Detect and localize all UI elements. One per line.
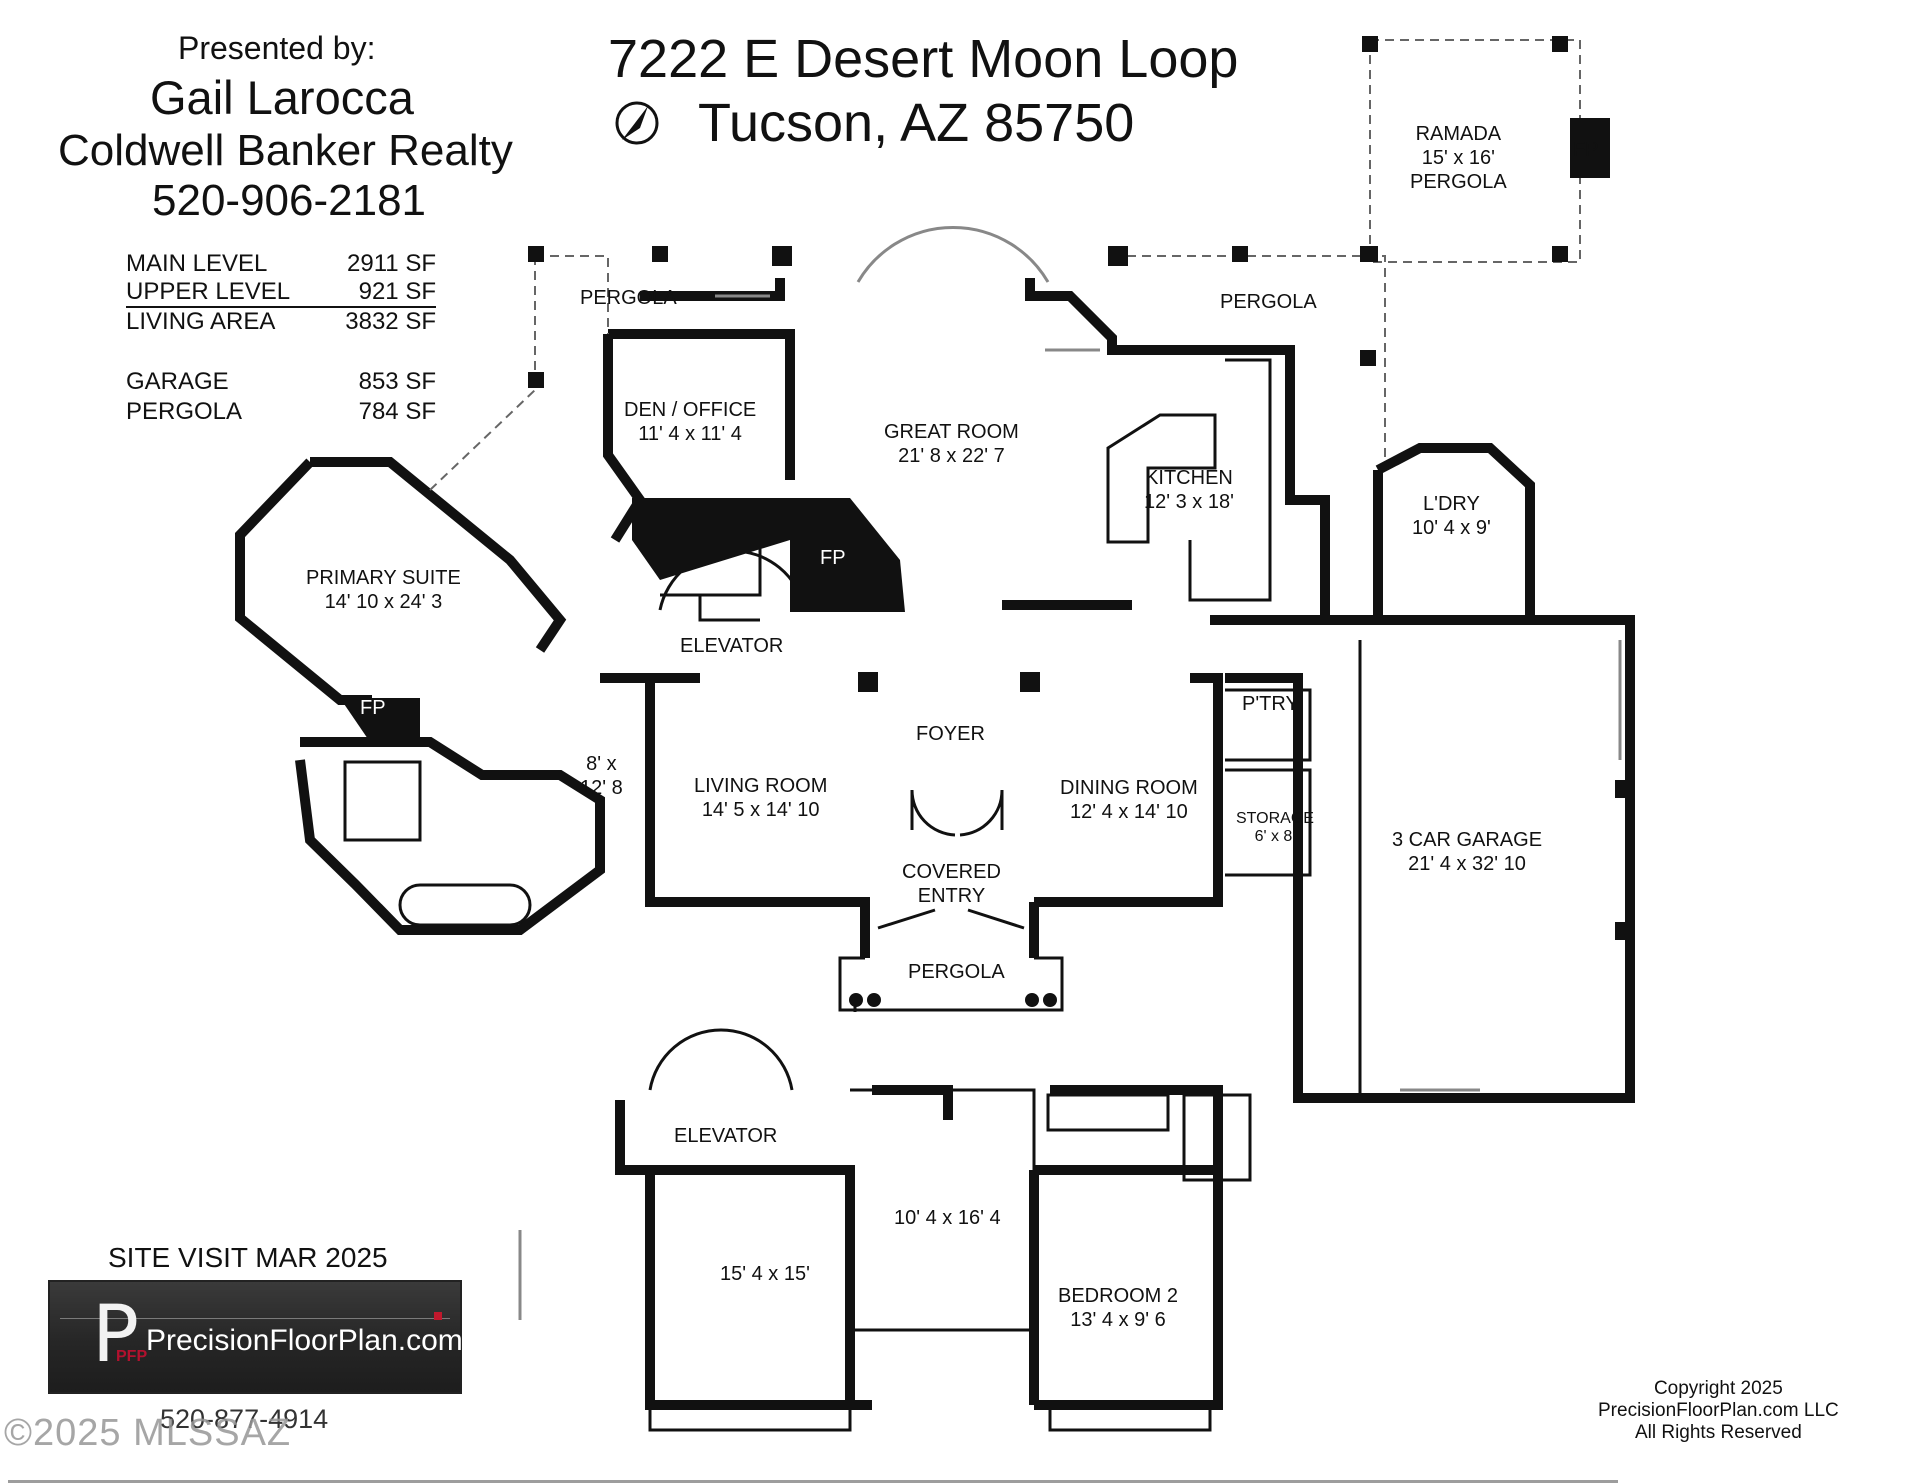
- kitchen-island: [1106, 413, 1217, 544]
- upper-left-bedroom-walls: [650, 1165, 855, 1405]
- living-room-walls: [600, 673, 870, 958]
- north-arrow-icon: [615, 101, 659, 145]
- pantry-walls: [1225, 688, 1312, 762]
- elevator-shaft: [660, 540, 762, 622]
- address-street: 7222 E Desert Moon Loop: [608, 29, 1239, 89]
- pergola-right-outline: [1112, 255, 1386, 460]
- glass-windows: [518, 294, 1622, 1320]
- covered-entry-steps: [838, 956, 1064, 1012]
- great-room-bay-arc: [856, 226, 1050, 283]
- room-pergola-right: PERGOLA: [1220, 291, 1317, 313]
- address-city: Tucson, AZ 85750: [698, 93, 1135, 153]
- precision-floor-plan-logo: P PFP PrecisionFloorPlan.com: [48, 1280, 463, 1394]
- great-room-fireplace-label: FP: [820, 547, 846, 569]
- room-elevator-upper: ELEVATOR: [674, 1125, 778, 1147]
- great-room-walls: [640, 278, 1330, 625]
- primary-shower: [343, 760, 422, 842]
- bottom-rule: [8, 1480, 1618, 1483]
- fireplace-hearth-great-room: [790, 498, 905, 612]
- copyright-notice: Copyright 2025 PrecisionFloorPlan.com LL…: [1598, 1378, 1839, 1443]
- upper-vanity: [1046, 1093, 1170, 1132]
- room-loft: 10' 4 x 16' 4: [894, 1207, 1001, 1229]
- agent-name: Gail Larocca: [150, 71, 414, 124]
- fireplace-hearth-primary: [340, 698, 420, 742]
- laundry-walls: [1373, 443, 1535, 620]
- room-foyer: FOYER: [916, 723, 985, 745]
- logo-phone: 520-877-4914: [160, 1404, 329, 1434]
- living-entry-doors: [910, 789, 1004, 837]
- room-pergola-front: PERGOLA: [908, 961, 1005, 983]
- stair-landing-solid: [632, 498, 790, 580]
- primary-tub: [398, 883, 532, 927]
- presented-by-label: Presented by:: [178, 30, 376, 66]
- ramada-fireplace: [1570, 118, 1610, 178]
- upper-shower: [1182, 1093, 1252, 1182]
- den-walls: [603, 329, 795, 543]
- primary-bath-walls: [295, 737, 605, 935]
- brokerage-name: Coldwell Banker Realty: [58, 126, 513, 175]
- room-pantry: P'TRY: [1242, 693, 1299, 715]
- room-pergola-left: PERGOLA: [580, 287, 677, 309]
- primary-fireplace-label: FP: [360, 697, 386, 719]
- ramada-outline: [1369, 39, 1581, 263]
- kitchen-counter: [1188, 358, 1272, 602]
- upper-balcony: [648, 1405, 1212, 1432]
- room-elevator-main: ELEVATOR: [680, 635, 784, 657]
- stair-upper: [648, 1028, 794, 1091]
- storage-walls: [1225, 768, 1312, 877]
- pergola-left-outline: [429, 255, 609, 491]
- room-upper-bedroom: 15' 4 x 15': [720, 1263, 810, 1285]
- mls-watermark: ©2025 MLSSAZ: [4, 1412, 292, 1454]
- ramada-fireplace-label: FP: [1573, 139, 1599, 161]
- dining-room-walls: [1029, 673, 1223, 958]
- entry-mat: [877, 908, 1025, 930]
- upper-loft-walls: [850, 1088, 1036, 1332]
- garage-walls: [1225, 615, 1635, 1103]
- agent-phone: 520-906-2181: [152, 176, 427, 225]
- site-visit-date: SITE VISIT MAR 2025: [108, 1242, 388, 1273]
